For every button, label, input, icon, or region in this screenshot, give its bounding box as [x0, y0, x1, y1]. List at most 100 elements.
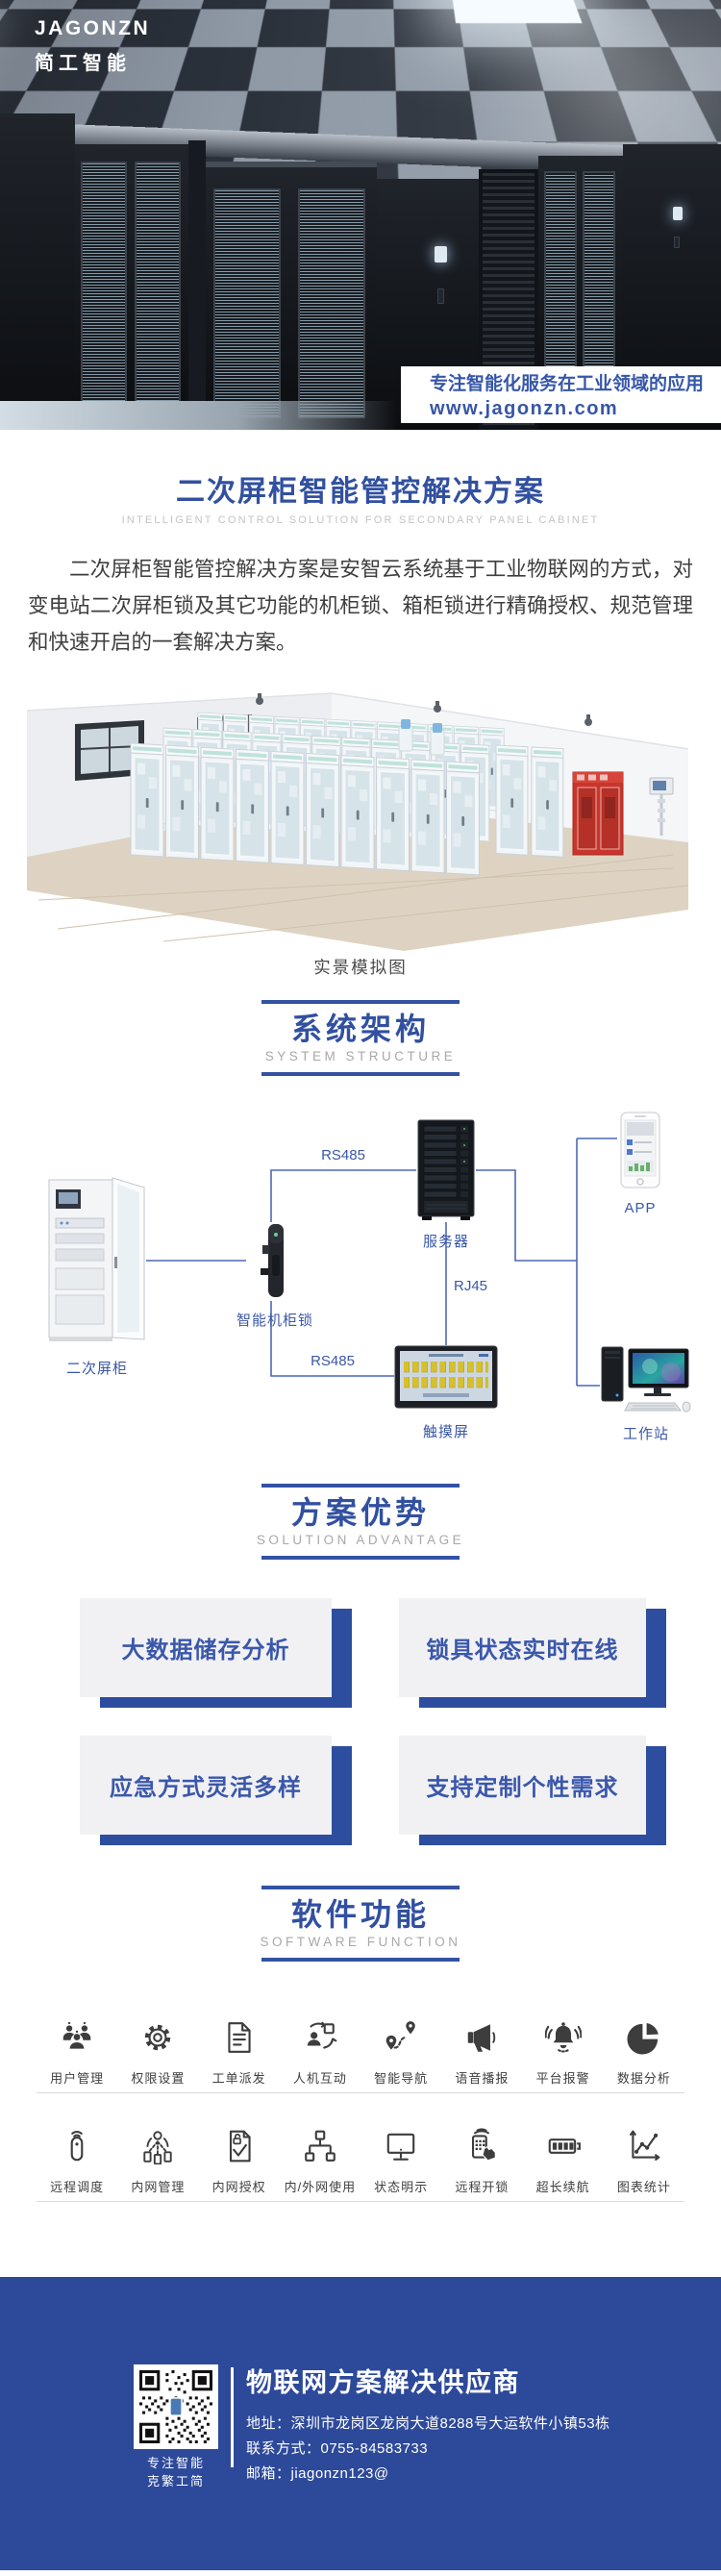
- megaphone-icon: [468, 2024, 496, 2052]
- software-item-label: 超长续航: [535, 2180, 590, 2194]
- rack-tablet-screen: [673, 207, 683, 220]
- remote-unlock-icon: [472, 2128, 497, 2162]
- diagram-link-label-rj45: RJ45: [454, 1278, 488, 1294]
- brand-logo-text-zh: 简工智能: [35, 53, 131, 74]
- software-item: 内网授权: [199, 2128, 280, 2195]
- diagram-label-cabinet: 二次屏柜: [65, 1361, 128, 1377]
- software-item: 内网管理: [117, 2128, 198, 2195]
- server-rack: [206, 162, 377, 430]
- qr-code-image: [139, 2370, 212, 2443]
- hero-slogan-banner: 专注智能化服务在工业领域的应用 www.jagonzn.com: [401, 366, 721, 423]
- diagram-node-app: APP: [617, 1111, 663, 1216]
- advantage-grid: 大数据储存分析 锁具状态实时在线 应急方式灵活多样 支持定制个性需求: [0, 1598, 721, 1835]
- page-subtitle-en: INTELLIGENT CONTROL SOLUTION FOR SECONDA…: [121, 514, 600, 526]
- simulation-figure: 实景模拟图: [0, 684, 721, 979]
- intro-paragraph: 二次屏柜智能管控解决方案是安智云系统基于工业物联网的方式，对变电站二次屏柜锁及其…: [28, 558, 693, 654]
- software-item-label: 工单派发: [211, 2071, 266, 2086]
- users-icon: [62, 2021, 91, 2049]
- diagram-node-touchscreen: 触摸屏: [394, 1345, 498, 1441]
- intranet-management-icon: [143, 2131, 173, 2164]
- software-item: 工单派发: [199, 2019, 280, 2087]
- rack-smart-lock: [437, 288, 444, 304]
- software-item: 图表统计: [604, 2128, 684, 2195]
- diagram-label-app: APP: [624, 1200, 657, 1216]
- software-item: 状态明示: [360, 2128, 441, 2195]
- rack-tablet-screen: [435, 246, 447, 263]
- pie-chart-icon: [627, 2023, 659, 2055]
- software-row-divider: [37, 2201, 684, 2202]
- section-rule-bottom: [261, 1556, 460, 1560]
- section-rule-top: [261, 1886, 460, 1889]
- section-subtitle-software: SOFTWARE FUNCTION: [260, 1935, 461, 1949]
- hero-slogan-text: 专注智能化服务在工业领域的应用: [430, 374, 705, 394]
- hero-server-room-photo: JAGONZN 简工智能 专注智能化服务在工业领域的应用 www.jagonzn…: [0, 0, 721, 430]
- brand-logo: JAGONZN 简工智能: [35, 17, 150, 75]
- software-item-label: 远程调度: [50, 2180, 105, 2194]
- rack-smart-lock: [674, 237, 680, 248]
- section-title-software: 软件功能: [290, 1897, 430, 1932]
- footer-text-block: 物联网方案解决供应商 地址：深圳市龙岗区龙岗大道8288号大运软件小镇53栋 联…: [246, 2362, 610, 2487]
- remote-control-icon: [70, 2131, 84, 2162]
- software-item-label: 内网管理: [131, 2180, 186, 2194]
- software-item: 超长续航: [523, 2128, 604, 2195]
- footer-contact-info: 地址：深圳市龙岗区龙岗大道8288号大运软件小镇53栋 联系方式：0755-84…: [246, 2412, 610, 2487]
- section-rule-top: [261, 1000, 460, 1004]
- work-order-icon: [228, 2022, 251, 2053]
- simulation-caption: 实景模拟图: [313, 958, 408, 977]
- software-item: 用户管理: [37, 2019, 117, 2087]
- alarm-bell-icon: [544, 2022, 582, 2053]
- diagram-node-server: 服务器: [416, 1118, 476, 1251]
- software-item: 内/外网使用: [280, 2128, 360, 2195]
- section-title-advantage: 方案优势: [290, 1495, 430, 1530]
- footer-phone: 联系方式：0755-84583733: [246, 2440, 429, 2457]
- software-item-label: 状态明示: [374, 2180, 429, 2194]
- software-item-label: 语音播报: [455, 2071, 510, 2086]
- footer-title: 物联网方案解决供应商: [246, 2368, 520, 2397]
- software-item-label: 内/外网使用: [284, 2180, 357, 2194]
- hero-website-text: www.jagonzn.com: [430, 398, 619, 419]
- rack-mesh-door: [135, 162, 181, 420]
- advantage-card: 支持定制个性需求: [399, 1736, 646, 1835]
- diagram-link-label-rs485-bottom: RS485: [311, 1353, 355, 1369]
- software-item-label: 内网授权: [211, 2180, 266, 2194]
- workstation-illustration: [601, 1346, 691, 1413]
- secondary-panel-cabinet-illustration: [48, 1177, 145, 1341]
- floor-reflection-decor: [0, 401, 397, 430]
- rack-mesh-door: [298, 188, 365, 418]
- software-item-label: 图表统计: [616, 2180, 671, 2194]
- smart-cabinet-lock-illustration: [261, 1224, 284, 1297]
- software-item-label: 数据分析: [616, 2071, 671, 2086]
- rack-gap-decor: [188, 140, 206, 430]
- advantage-card: 大数据储存分析: [80, 1598, 332, 1697]
- software-item: 数据分析: [604, 2019, 684, 2087]
- rack-mesh-door: [213, 188, 281, 418]
- section-rule-bottom: [261, 1958, 460, 1962]
- section-rule-bottom: [261, 1072, 460, 1076]
- diagram-label-touchscreen: 触摸屏: [422, 1424, 469, 1440]
- software-item: 权限设置: [117, 2019, 198, 2087]
- gear-icon: [145, 2024, 171, 2051]
- diagram-node-lock: 智能机柜锁: [222, 1222, 328, 1330]
- section-subtitle-advantage: SOLUTION ADVANTAGE: [256, 1533, 465, 1547]
- software-item: 语音播报: [441, 2019, 522, 2087]
- human-machine-icon: [307, 2021, 337, 2049]
- software-item-label: 智能导航: [374, 2071, 429, 2086]
- software-item-label: 人机互动: [292, 2071, 347, 2086]
- advantage-card: 应急方式灵活多样: [80, 1736, 332, 1835]
- system-architecture-diagram: 二次屏柜 智能机柜锁: [0, 1099, 721, 1457]
- software-item-label: 权限设置: [131, 2071, 186, 2086]
- chart-statistics-icon: [629, 2130, 660, 2161]
- software-item-label: 远程开锁: [455, 2180, 510, 2194]
- rack-mesh-door: [81, 162, 127, 420]
- touchscreen-illustration: [394, 1345, 498, 1409]
- software-item-label: 用户管理: [50, 2071, 105, 2086]
- qr-code: [134, 2364, 218, 2449]
- software-item: 人机互动: [280, 2019, 360, 2087]
- section-header-software: 软件功能 SOFTWARE FUNCTION: [0, 1886, 721, 1962]
- software-item-label: 平台报警: [535, 2071, 590, 2086]
- diagram-link-label-rs485-top: RS485: [321, 1147, 365, 1163]
- qr-caption-line1: 专注智能: [146, 2456, 205, 2470]
- diagram-label-workstation: 工作站: [622, 1426, 669, 1442]
- software-item: 远程开锁: [441, 2128, 522, 2195]
- software-item: 平台报警: [523, 2019, 604, 2087]
